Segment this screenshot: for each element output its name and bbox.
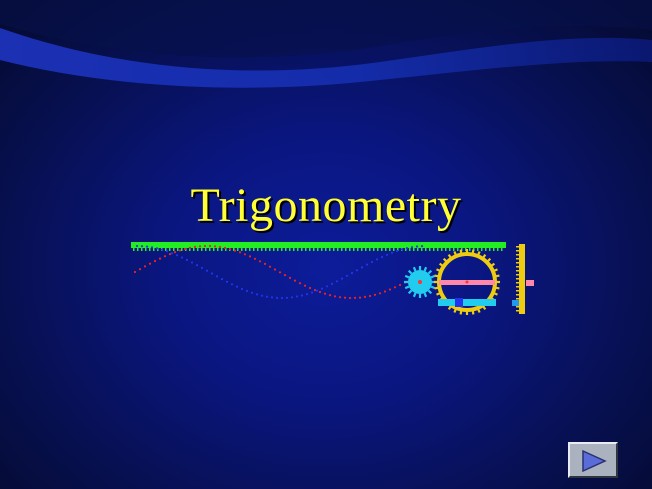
vertical-ruler: [512, 244, 534, 314]
ruler-bar: [131, 242, 506, 251]
trigonometry-mechanism-illustration: [131, 242, 534, 315]
triangle-right-icon: [582, 449, 607, 473]
slide-title: Trigonometry: [190, 179, 462, 232]
large-gear: [434, 249, 500, 315]
header-swoosh: [0, 0, 652, 88]
sine-wave-dots: [133, 244, 422, 300]
cosine-wave-dots: [135, 244, 424, 300]
small-gear: [404, 266, 436, 298]
next-slide-button[interactable]: [568, 442, 618, 478]
